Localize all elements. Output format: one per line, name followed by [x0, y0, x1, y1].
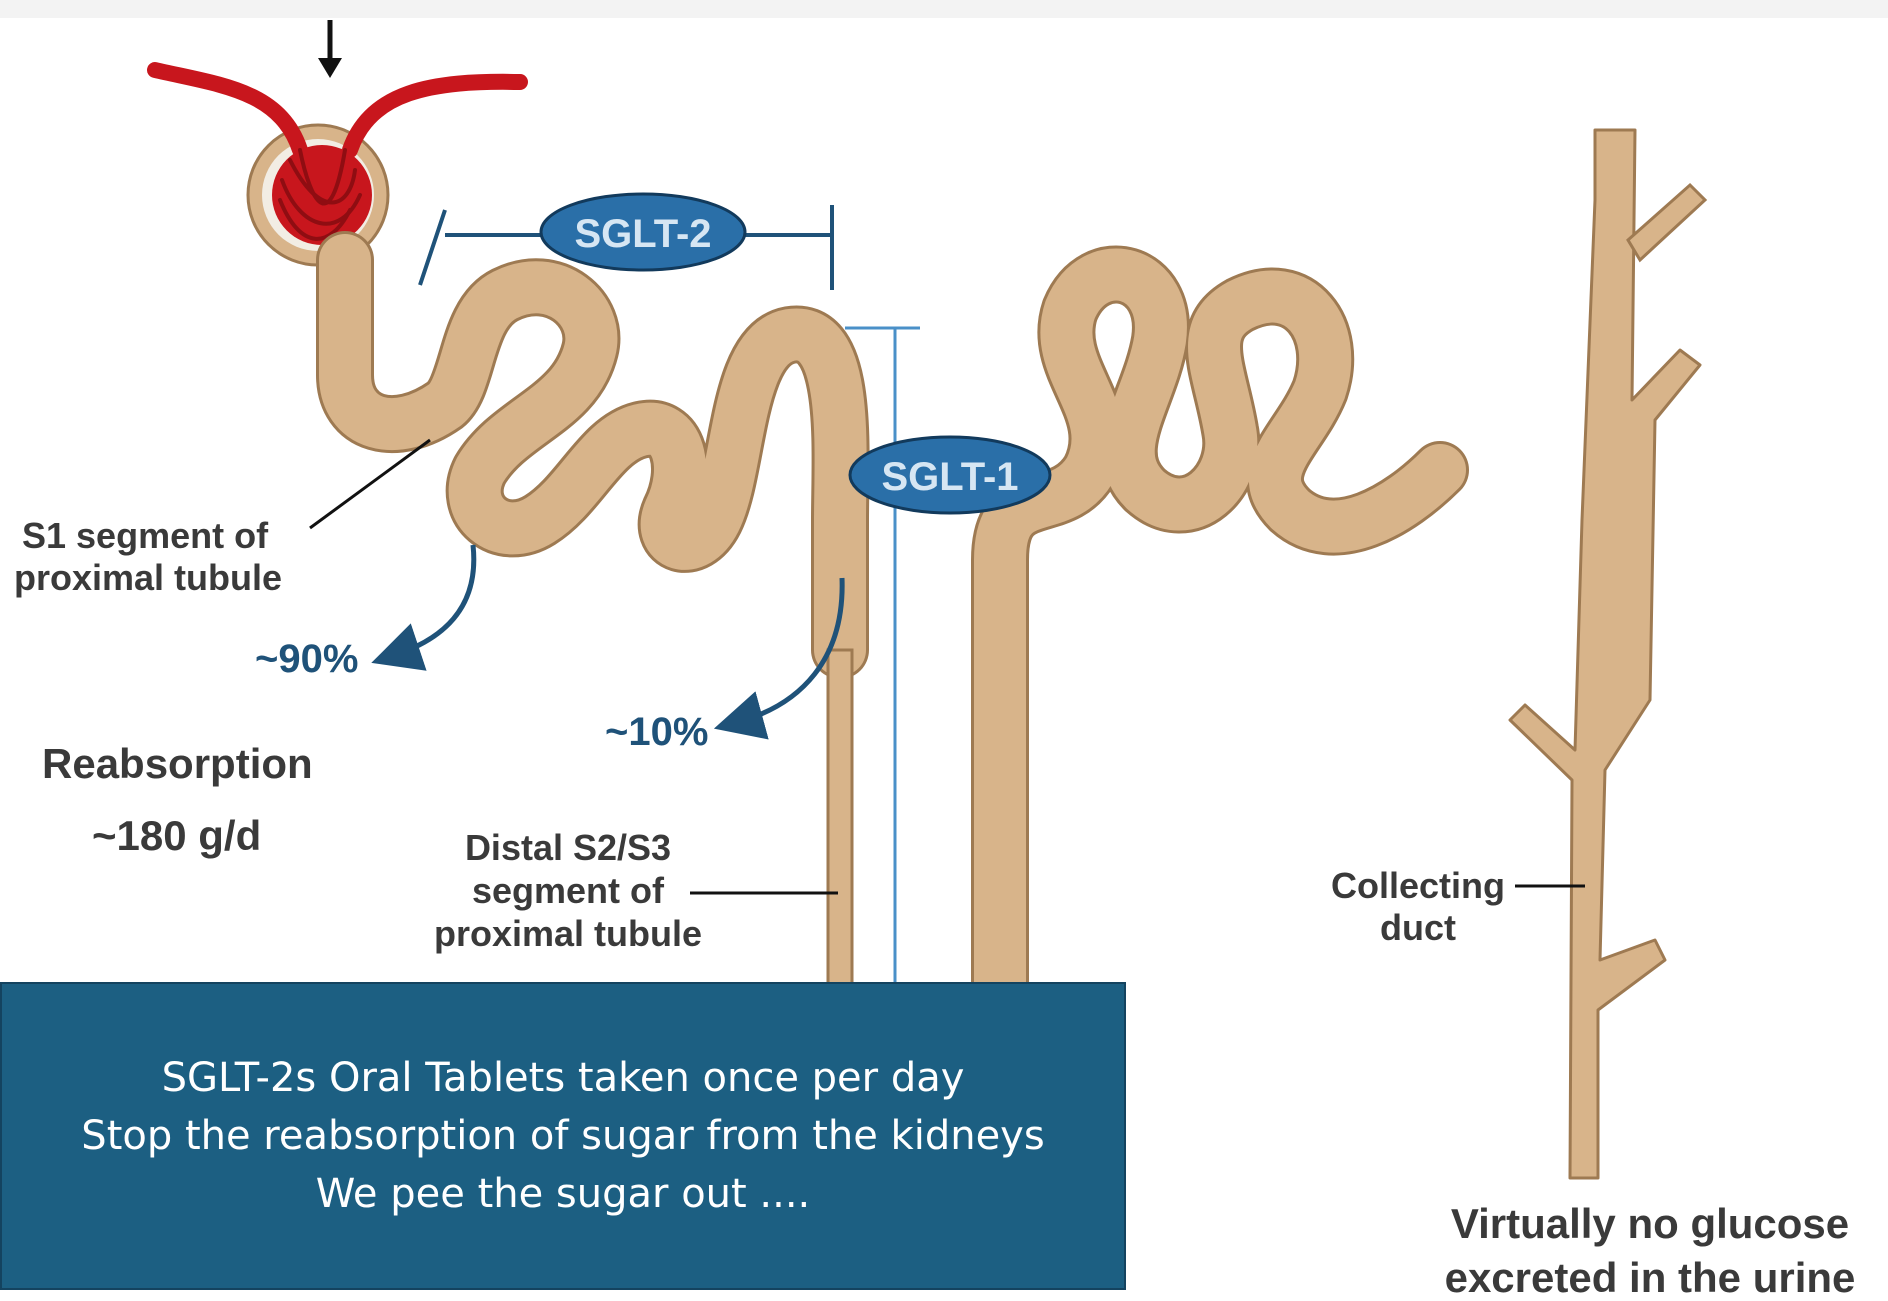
sglt2-badge: SGLT-2	[541, 194, 745, 270]
sglt1-badge: SGLT-1	[850, 437, 1050, 513]
s1-leader-line	[310, 440, 430, 528]
glomerulus	[155, 70, 520, 245]
sglt2-label: SGLT-2	[574, 212, 711, 256]
s1-label-line2: proximal tubule	[14, 557, 282, 598]
pct-s1-label: ~90%	[255, 637, 358, 681]
s1-label-line1: S1 segment of	[22, 515, 269, 556]
urine-label-line1: Virtually no glucose	[1451, 1200, 1849, 1247]
s23-label-line2: segment of	[472, 870, 665, 911]
pct-s23-label: ~10%	[605, 710, 708, 754]
sglt1-label: SGLT-1	[881, 455, 1018, 499]
proximal-tubule	[345, 260, 841, 650]
caption-line1: SGLT-2s Oral Tablets taken once per day	[162, 1049, 965, 1107]
caption-line2: Stop the reabsorption of sugar from the …	[81, 1107, 1044, 1165]
s23-label-line1: Distal S2/S3	[465, 827, 671, 868]
input-arrow	[318, 20, 342, 78]
reabsorption-label: Reabsorption	[42, 740, 313, 787]
s1-reabsorption-arrow	[395, 545, 474, 655]
collecting-label-line2: duct	[1380, 907, 1456, 948]
header-strip	[0, 0, 1888, 18]
reabsorption-amount: ~180 g/d	[92, 812, 261, 859]
s23-label-line3: proximal tubule	[434, 913, 702, 954]
caption-box: SGLT-2s Oral Tablets taken once per day …	[0, 982, 1126, 1290]
collecting-duct	[1510, 130, 1705, 1178]
caption-line3: We pee the sugar out ....	[316, 1165, 811, 1223]
collecting-label-line1: Collecting	[1331, 865, 1505, 906]
s2-s3-straight-segment	[828, 650, 852, 995]
urine-label-line2: excreted in the urine	[1445, 1254, 1856, 1301]
